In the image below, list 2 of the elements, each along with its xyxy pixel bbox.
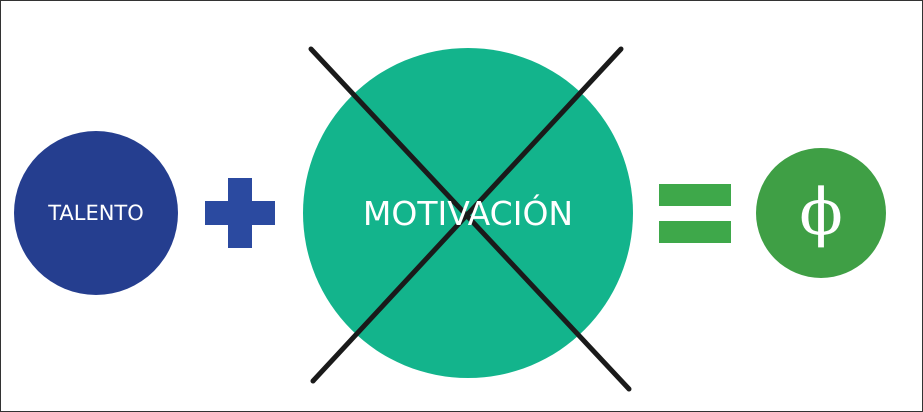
node-label: TALENTO [48, 201, 144, 225]
node-label: ϕ [799, 176, 843, 250]
